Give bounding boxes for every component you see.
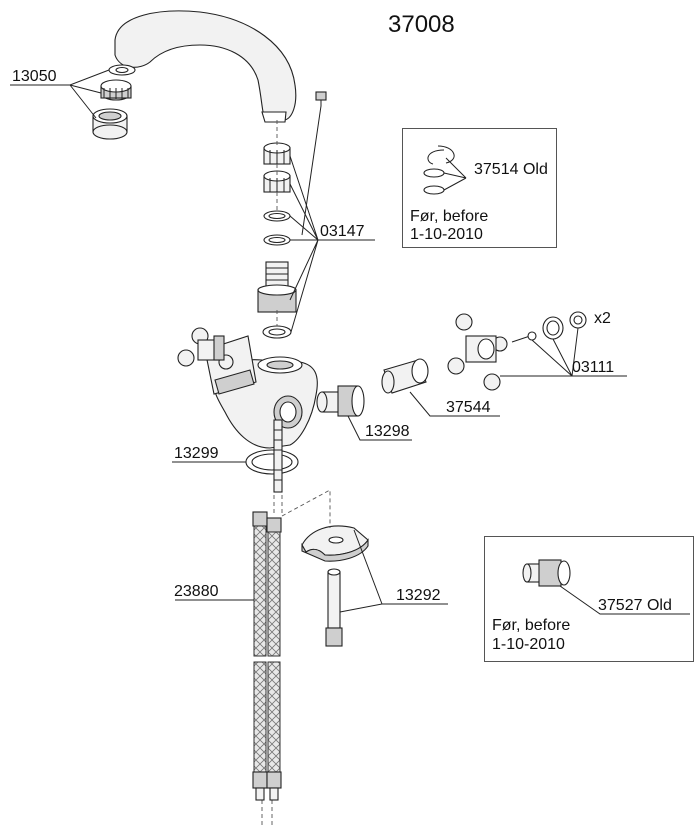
- part-label-13292: 13292: [396, 587, 441, 604]
- part-label-13299: 13299: [174, 445, 219, 462]
- right-cross-handle: [447, 313, 508, 391]
- note-box1-line1: Før, before: [410, 208, 489, 225]
- part-label-13050: 13050: [12, 68, 57, 85]
- flex-hoses: [252, 511, 282, 801]
- part-label-03111: 03111: [572, 359, 615, 376]
- threaded-stud: [273, 419, 283, 493]
- part-label-03147: 03147: [320, 223, 365, 240]
- part-label-23880: 23880: [174, 583, 219, 600]
- mounting-rod: [325, 568, 343, 647]
- spout-connector: [257, 261, 297, 313]
- note-box2-line2: 1-10-2010: [492, 636, 565, 653]
- cartridge: [316, 385, 365, 417]
- part-label-37514: 37514 Old: [474, 161, 548, 178]
- old-version-box-1: [402, 128, 557, 248]
- old-cartridge: [522, 559, 571, 587]
- spout: [114, 10, 297, 121]
- diagram-title: 37008: [388, 11, 455, 38]
- aerator-housing: [92, 108, 128, 140]
- quantity-label: x2: [594, 310, 611, 327]
- mounting-bracket: [301, 525, 369, 562]
- aerator-insert: [100, 79, 132, 101]
- grub-screw: [315, 91, 327, 101]
- part-label-37544: 37544: [446, 399, 491, 416]
- left-cross-handle: [177, 327, 234, 370]
- old-version-box-2: [484, 536, 694, 662]
- note-box2-line1: Før, before: [492, 617, 571, 634]
- part-label-13298: 13298: [365, 423, 410, 440]
- nut-1: [263, 142, 291, 165]
- part-label-37527: 37527 Old: [598, 597, 672, 614]
- handle-sleeve: [381, 358, 429, 394]
- old-circlip: [427, 145, 455, 165]
- note-box1-line2: 1-10-2010: [410, 226, 483, 243]
